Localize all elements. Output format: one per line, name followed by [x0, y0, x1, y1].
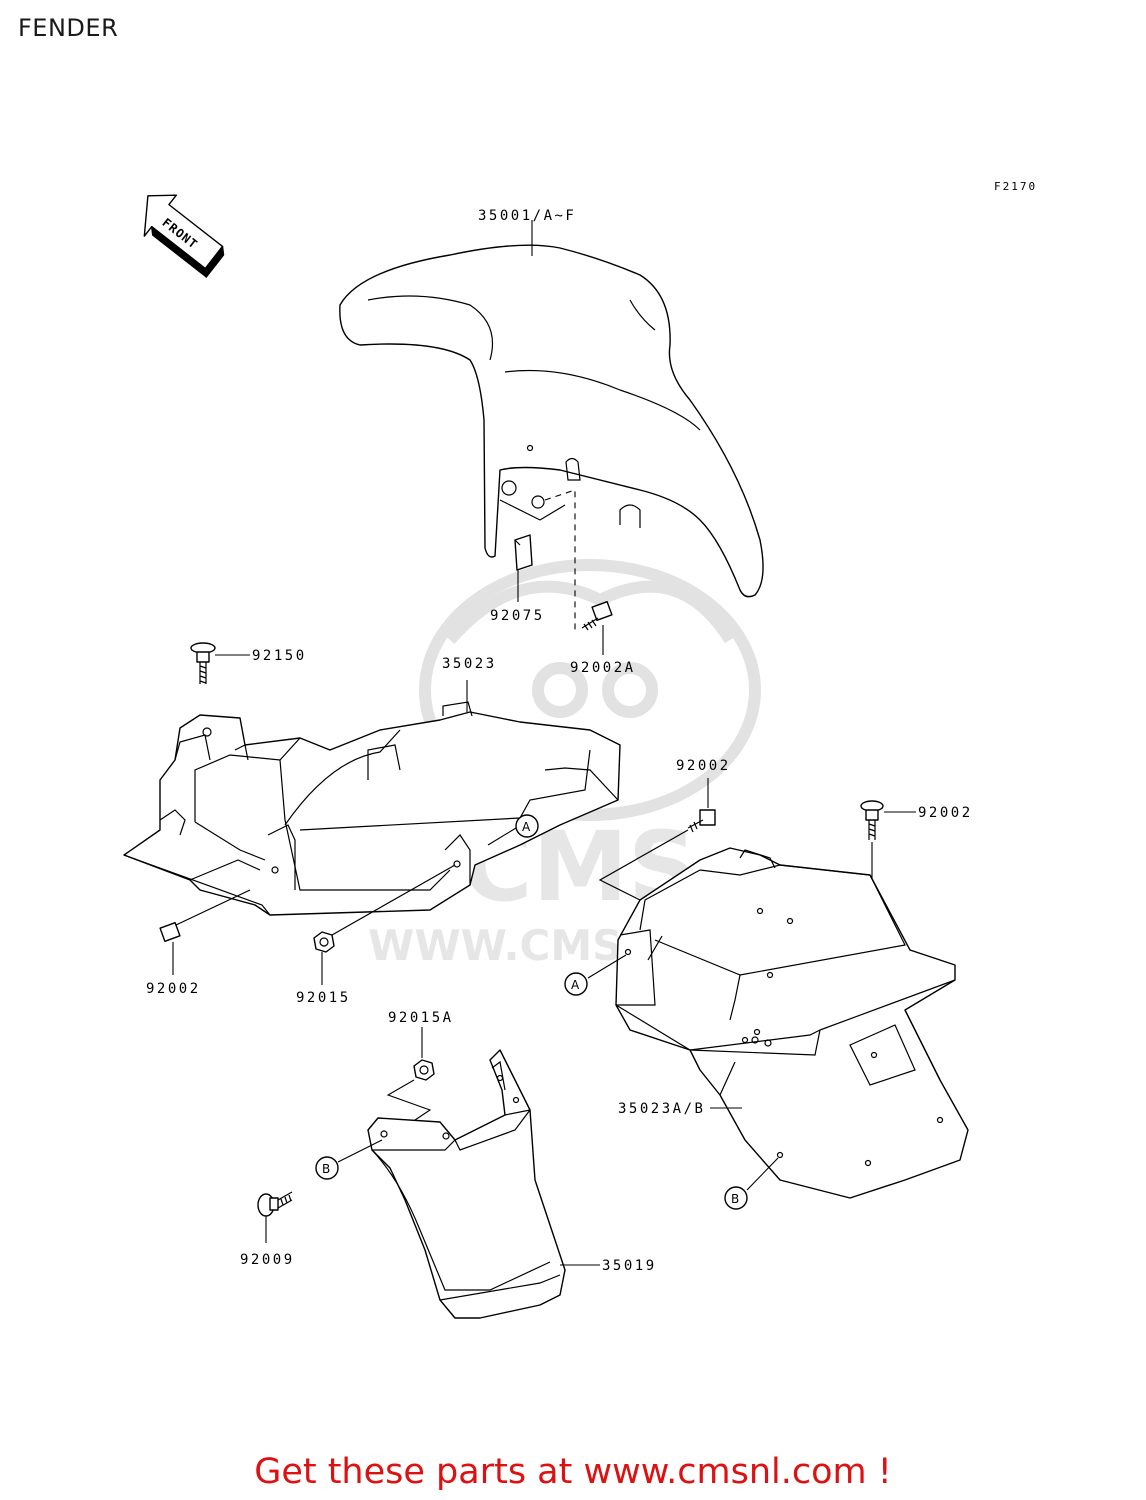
ref-a-rear	[564, 972, 588, 996]
label-92002-right-upper: 92002	[676, 758, 731, 774]
label-92075: 92075	[490, 608, 545, 624]
inner-fender	[123, 701, 621, 916]
label-35001: 35001/A~F	[478, 208, 576, 224]
label-92002-right-top: 92002	[918, 805, 973, 821]
nut-92015a	[386, 1059, 435, 1123]
label-92002a: 92002A	[570, 660, 636, 676]
page-title: FENDER	[18, 14, 119, 42]
ref-a-inner-label: A	[522, 820, 531, 834]
mud-flap	[367, 1049, 566, 1319]
bolt-92002-right-top	[860, 800, 884, 840]
footer-link[interactable]: Get these parts at www.cmsnl.com !	[254, 1452, 892, 1492]
ref-b-flap	[315, 1156, 339, 1180]
parts-diagram: CMS WWW.CMSNL.COM F2170 FRONT 35001/A~F …	[123, 180, 1037, 1319]
ref-a-rear-label: A	[571, 978, 580, 992]
front-arrow: FRONT	[143, 194, 225, 278]
ref-a-inner	[515, 814, 539, 838]
rear-fender	[615, 847, 969, 1199]
bolt-92002a	[581, 600, 613, 631]
label-92150: 92150	[252, 648, 307, 664]
ref-b-flap-label: B	[322, 1162, 330, 1176]
front-fender	[339, 244, 764, 598]
figure-code: F2170	[994, 180, 1037, 193]
ref-b-rear-label: B	[731, 1192, 739, 1206]
label-92015a: 92015A	[388, 1010, 454, 1026]
bolt-92150	[190, 642, 216, 684]
label-92002-left: 92002	[146, 981, 201, 997]
pad-92075	[514, 534, 533, 571]
label-35023: 35023	[442, 656, 497, 672]
label-92009: 92009	[240, 1252, 295, 1268]
nut-92015	[313, 864, 456, 953]
label-35023ab: 35023A/B	[618, 1101, 705, 1117]
ref-b-rear	[724, 1186, 748, 1210]
bolt-92002-left	[159, 889, 251, 943]
bolt-92009	[257, 1191, 293, 1217]
label-92015: 92015	[296, 990, 351, 1006]
label-35019: 35019	[602, 1258, 657, 1274]
